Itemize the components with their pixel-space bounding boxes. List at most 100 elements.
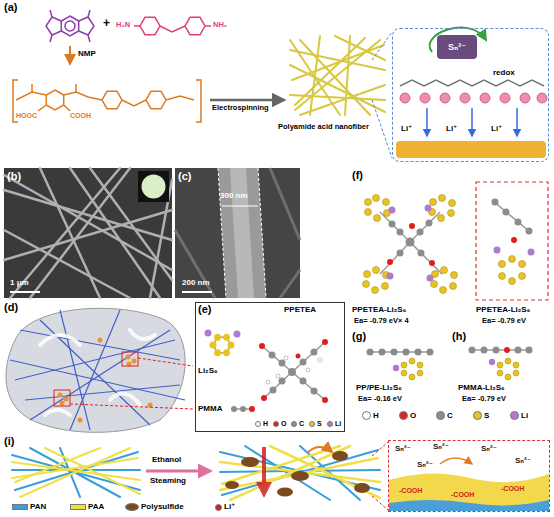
ppe-li2s6-molecule [427,349,434,356]
carboxylate-groups [500,93,510,103]
node-text: PPETEA [284,306,316,314]
shuttle-arrow [308,447,332,452]
chem-group: COOH [70,112,91,119]
paa-structure [122,100,146,106]
zoom-lines [372,442,388,510]
ppetea-molecule [311,388,318,395]
ppetea-li2s6-cluster [372,287,379,294]
ppe-li2s6-molecule [403,349,410,356]
polysulfide-dots [132,359,137,364]
paa-structure [64,92,102,100]
polysulfide-dots [64,397,69,402]
pmma-li2s6-molecule [505,358,511,364]
legend-item: C [436,411,453,420]
molecule-panel: PPETEALi₂S₆PMMA [195,302,345,432]
process-label: Steaming [150,477,186,485]
pmma-li2s6-molecule [493,347,500,354]
ppetea-li2s6-cluster [363,195,458,294]
legend-text: Li⁺ [224,503,235,511]
panel-label: (d) [4,302,18,313]
ppetea-li2s6-cluster [439,195,446,202]
ppetea-molecule [284,356,288,360]
ppetea-li2s6-cluster [363,281,370,288]
panel-label: (h) [452,331,466,342]
legend-text: C [447,412,453,420]
polymer-fibers [10,360,185,400]
polymer-fibers [30,330,170,420]
ppetea-molecule [279,378,286,385]
ppe-li2s6-molecule [367,349,434,381]
paa-structure [102,91,122,108]
nanofiber-mesh [290,36,385,115]
node-text: PMMA [198,405,222,413]
chem-group: H₂N [116,21,130,29]
complex-box: PPETEA-Li₂S₆Ea= -0.79 eV [474,180,550,330]
scale-label: 200 nm [182,279,210,287]
li2s6-molecule [234,331,241,338]
complex-label: PP/PE-Li₂S₆ [356,384,402,392]
ppetea-li2s6-cluster [387,259,393,265]
node-text: Li⁺ [446,125,457,133]
ppe-li2s6-molecule [367,349,374,356]
legend-item: H [255,420,268,427]
panel-label: (f) [352,170,363,181]
ppetea-li2s6-cluster [380,212,442,274]
polysulfide-particles [241,457,259,467]
polysulfide-dots [58,338,153,423]
paa-structure [196,80,201,122]
node-text: PPETEA-Li₂S₆ [476,306,530,314]
nanofiber-mesh [295,38,365,105]
highlight-box [476,182,548,300]
legend-swatch [273,421,279,427]
ppetea-li2s6-cluster [451,272,458,279]
legend-item: Li⁺ [215,503,235,511]
node-text: Sₙ²⁻ [395,445,411,453]
legend-text: PAN [30,503,46,511]
ppetea-li2s6-molecule [509,256,516,263]
pan-fibers [12,448,140,497]
width-marks [218,168,266,298]
legend-text: O [410,412,416,420]
ppetea-li2s6-cluster [387,273,394,280]
width-marks [258,168,266,298]
sem-fibers [30,168,130,298]
node-text: redox [493,69,515,77]
pmma-li2s6-molecule [526,347,533,354]
pmda-structure [65,21,75,31]
ppetea-molecule [311,349,318,356]
ppe-li2s6-molecule [409,374,415,380]
paa-structure [75,84,77,92]
legend-swatch [327,421,333,427]
ppetea-li2s6-molecule [492,199,535,285]
pmma-li2s6-molecule [515,347,522,354]
legend-item: O [273,420,286,427]
legend-swatch [362,411,371,420]
complex-label: PMMA-Li₂S₆ [458,384,505,392]
ppetea-li2s6-cluster [426,220,433,227]
ppe-li2s6-molecule [401,370,407,376]
legend-text: H [263,420,268,427]
legend-text: H [373,412,379,420]
pmma-li2s6-molecule [489,359,495,365]
electrolyte-swirl [40,335,80,345]
ppetea-li2s6-cluster [365,209,372,216]
ppetea-molecule [262,346,292,372]
pmma-li2s6-molecule [497,370,503,376]
callout-marks [54,390,70,406]
paa-fibers [12,458,138,478]
ppetea-molecule [322,339,328,345]
scale-bar [10,291,40,293]
pmma-li2s6-molecule [505,374,511,380]
ppetea-li2s6-cluster [410,242,442,274]
paa-structure [38,105,46,111]
legend-item: Li [327,420,341,427]
polysulfide-dots [60,401,65,406]
legend-swatch [473,411,482,420]
panel-label: (c) [178,171,191,182]
panel-label: (i) [4,436,14,447]
paa-structure [64,105,70,111]
complex-label: PPETEA-Li₂S₆ [352,306,406,314]
ppe-li2s6-molecule [415,349,422,356]
ppetea-molecule [259,339,328,403]
